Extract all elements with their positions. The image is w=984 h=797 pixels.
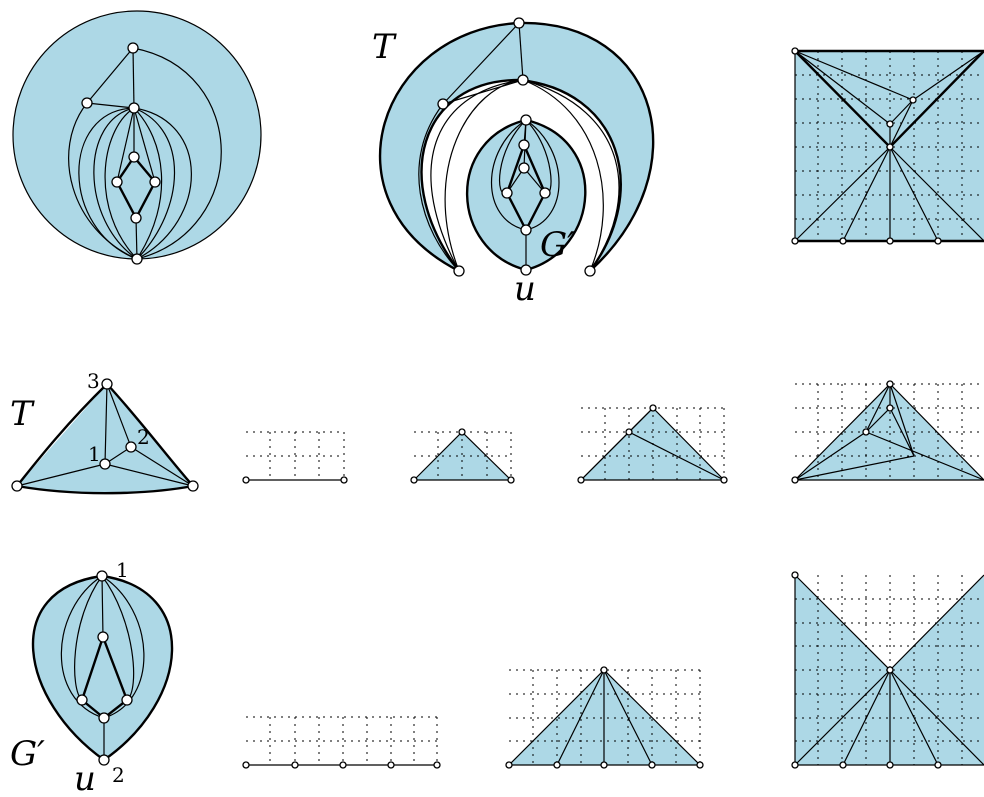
label-1: 1: [88, 442, 101, 466]
node: [111, 176, 123, 188]
panel-split-crescent: T G′ u: [372, 17, 655, 309]
node: [81, 97, 93, 109]
label-Gprime: G′: [540, 225, 575, 265]
node: [149, 176, 161, 188]
label-1-Gprime: 1: [116, 558, 129, 582]
node: [128, 102, 140, 114]
node: [130, 212, 142, 224]
label-Gprime-row3: G′: [10, 734, 45, 774]
label-T: T: [372, 27, 397, 67]
panel-square-grid: [791, 47, 984, 245]
crescent-T: [380, 22, 654, 272]
label-3: 3: [87, 369, 100, 393]
step-grid-4: [791, 380, 984, 484]
step-grid-2: [410, 428, 515, 484]
node: [128, 151, 140, 163]
panel-circle-embedding: [12, 10, 262, 265]
step-row3-grid-1: [242, 716, 441, 769]
panel-T-labeled: T 3 1 2: [10, 369, 199, 495]
step-grid-1: [242, 431, 348, 484]
label-2: 2: [137, 425, 150, 449]
panel-Gprime-labeled: 1 G′ u 2: [10, 558, 174, 797]
label-u-row3: u: [74, 759, 96, 797]
label-2-Gprime: 2: [112, 763, 125, 787]
label-T-row2: T: [10, 394, 35, 434]
node: [127, 42, 139, 54]
step-row3-grid-2: [505, 666, 704, 769]
step-row3-grid-3: [791, 571, 984, 769]
label-u: u: [514, 269, 536, 309]
step-grid-3: [577, 404, 728, 484]
node: [131, 253, 143, 265]
outer-disk: [13, 11, 261, 259]
